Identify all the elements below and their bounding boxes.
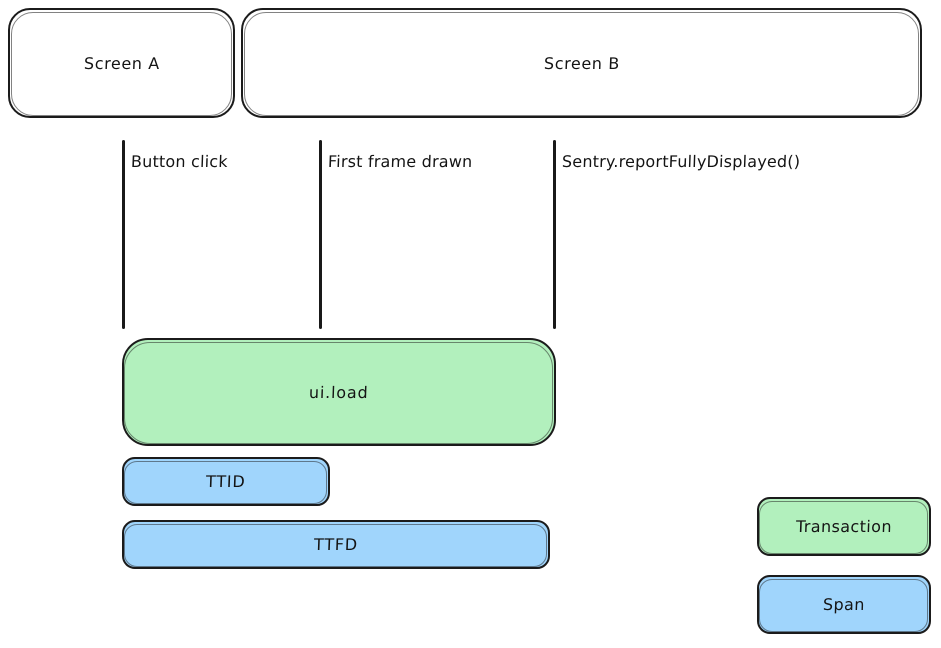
bar-ttfd: TTFD: [122, 520, 550, 569]
screen-a-label: Screen A: [83, 53, 160, 73]
marker-line-report-fully-displayed: [553, 140, 556, 329]
bar-ui-load: ui.load: [122, 338, 556, 446]
bar-ttid: TTID: [122, 457, 330, 506]
screen-b-box: Screen B: [241, 8, 922, 118]
bar-ttid-label: TTID: [205, 472, 247, 491]
screen-a-box: Screen A: [8, 8, 235, 118]
bar-ui-load-label: ui.load: [308, 382, 370, 402]
legend-span-label: Span: [822, 595, 866, 614]
screen-b-label: Screen B: [543, 53, 620, 73]
marker-line-first-frame-drawn: [319, 140, 322, 329]
marker-label-button-click: Button click: [130, 152, 229, 171]
marker-label-first-frame-drawn: First frame drawn: [327, 152, 473, 171]
marker-label-report-fully-displayed: Sentry.reportFullyDisplayed(): [561, 152, 801, 171]
legend-span-swatch: Span: [757, 575, 931, 634]
legend-transaction-label: Transaction: [795, 517, 893, 536]
bar-ttfd-label: TTFD: [313, 535, 359, 554]
marker-line-button-click: [122, 140, 125, 329]
legend-transaction-swatch: Transaction: [757, 497, 931, 556]
